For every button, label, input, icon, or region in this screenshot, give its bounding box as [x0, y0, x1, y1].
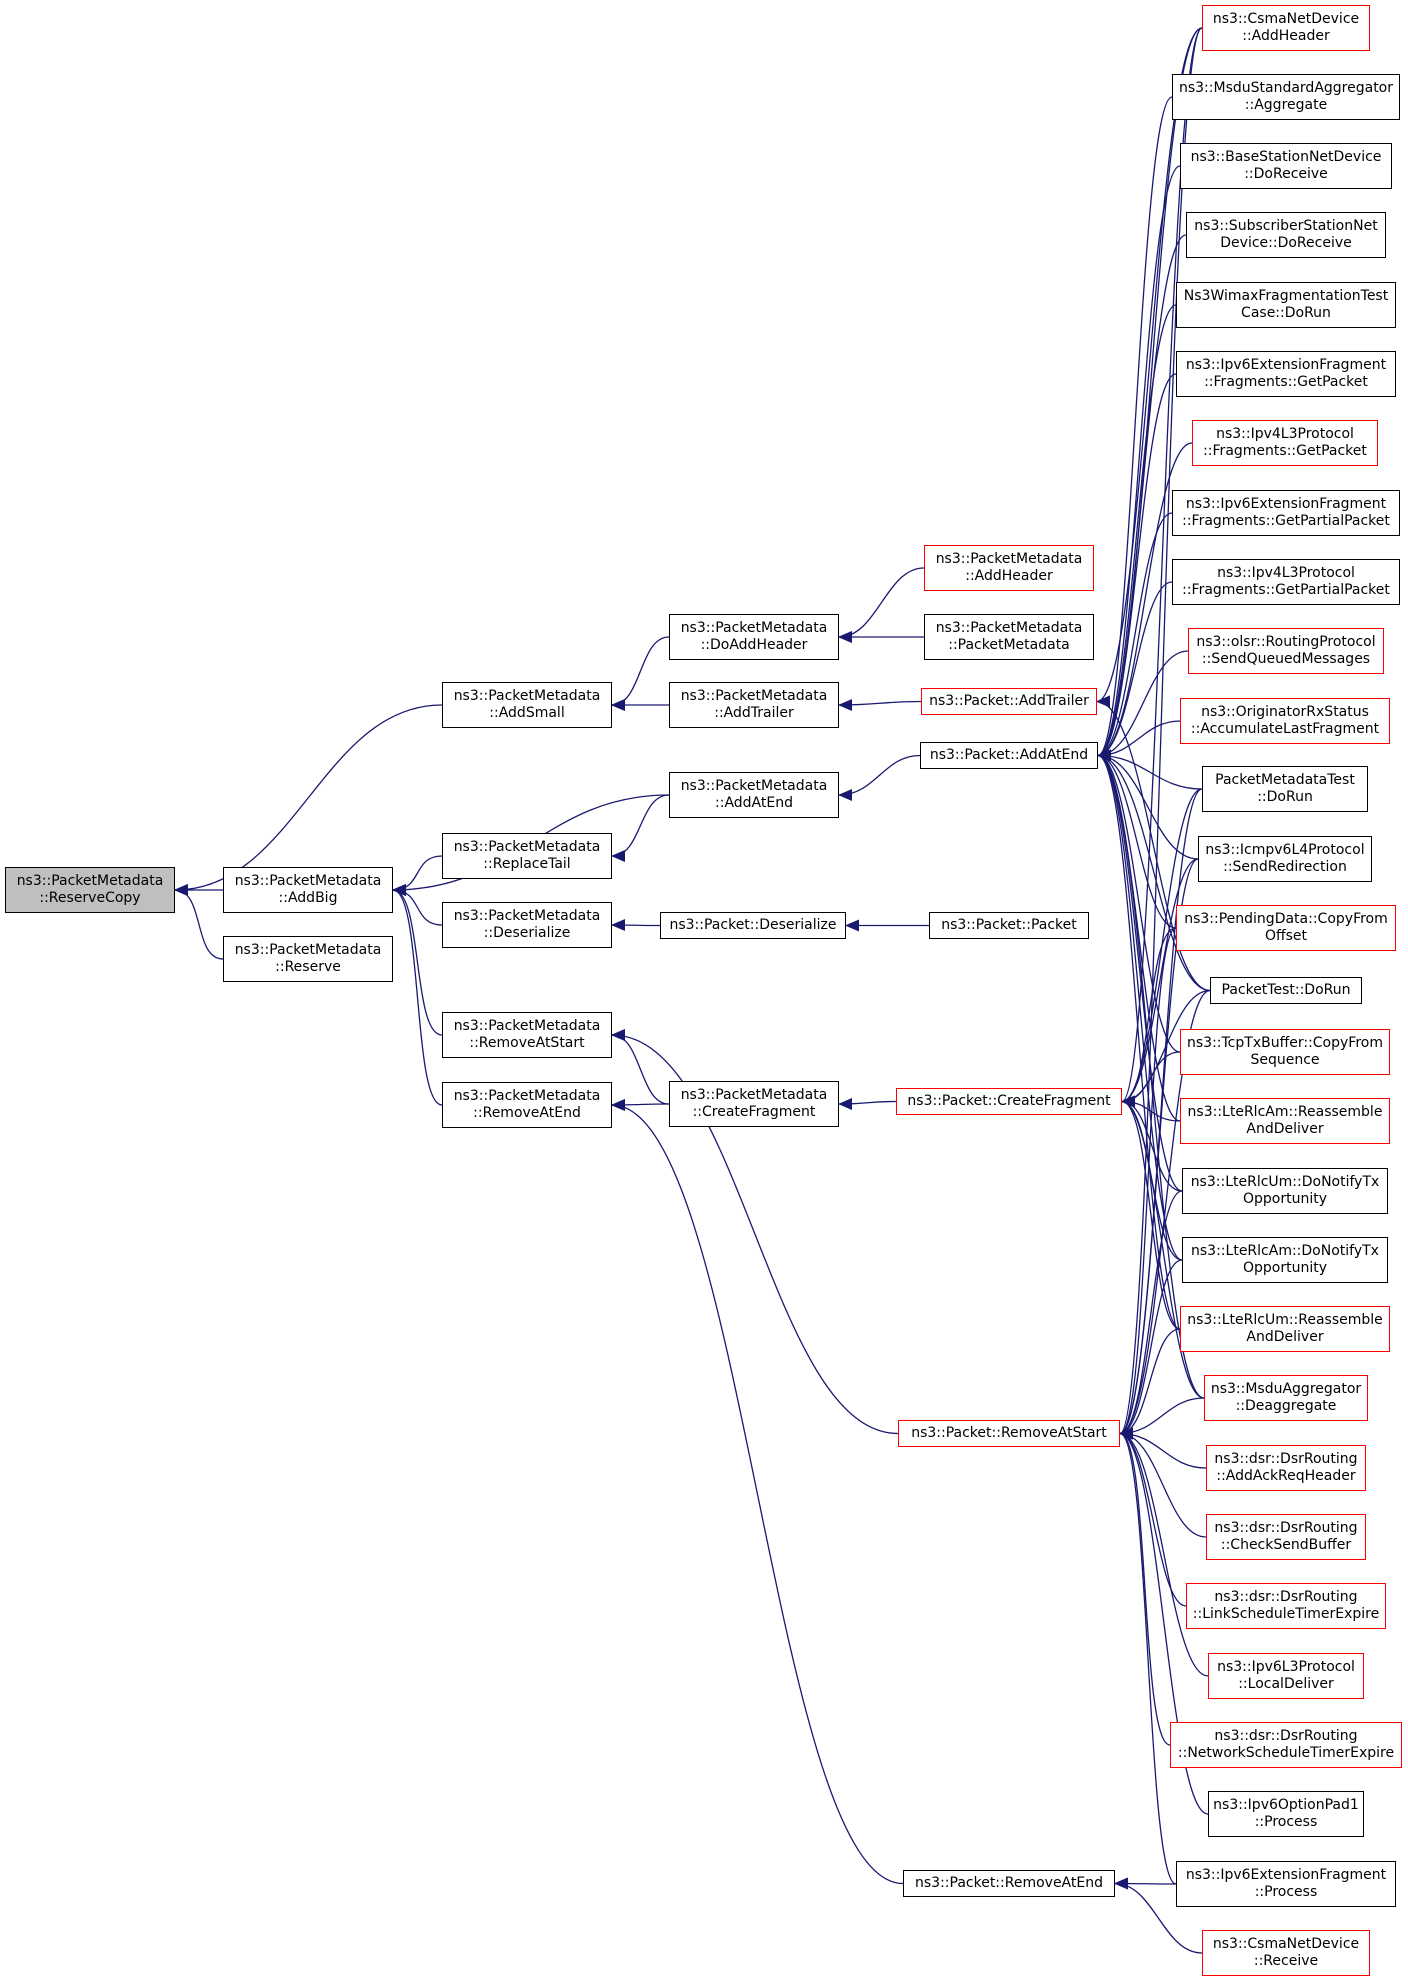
node-replacetail[interactable]: ns3::PacketMetadata::ReplaceTail — [442, 833, 612, 879]
edge-ipv6extensionfragment-process-to-packet-removeatend — [1114, 1877, 1177, 1890]
edge-packet-addatend-to-addatend — [838, 754, 921, 801]
edge-lterlcum-donotifytx-to-packet-addatend — [1097, 749, 1183, 1192]
edge-ipv6ext-getpacket-to-packet-addatend — [1097, 373, 1177, 762]
node-ipv6optionpad1-process[interactable]: ns3::Ipv6OptionPad1::Process — [1208, 1791, 1364, 1837]
edge-dsr-networkscheduletimerexpire-to-packet-removeatstart — [1119, 1427, 1171, 1746]
edge-lterlcum-donotifytx-to-packet-removeatstart — [1119, 1190, 1183, 1440]
edge-packet-removeatend-to-removeatend — [611, 1099, 904, 1885]
edge-createfragment-to-removeatend — [611, 1098, 670, 1111]
node-originator-accumulate[interactable]: ns3::OriginatorRxStatus::AccumulateLastF… — [1180, 698, 1390, 744]
edge-olsr-sendqueuedmessages-to-packet-addatend — [1097, 650, 1189, 762]
node-removeatend[interactable]: ns3::PacketMetadata::RemoveAtEnd — [442, 1082, 612, 1128]
edge-packet-removeatstart-to-removeatstart — [611, 1029, 899, 1435]
edge-csma-addheader-to-packet-addtrailer — [1096, 27, 1203, 708]
edge-ipv6extensionfragment-process-to-packet-removeatstart — [1119, 1427, 1177, 1885]
edge-packetmetadatatest-dorun-to-packet-addatend — [1097, 749, 1203, 790]
edge-packet-createfragment-to-createfragment — [838, 1097, 897, 1110]
node-ipv6extensionfragment-process[interactable]: ns3::Ipv6ExtensionFragment::Process — [1176, 1861, 1396, 1907]
node-csma-addheader[interactable]: ns3::CsmaNetDevice::AddHeader — [1202, 5, 1370, 51]
node-packet-addtrailer[interactable]: ns3::Packet::AddTrailer — [921, 688, 1097, 715]
node-msduaggregator-deaggregate[interactable]: ns3::MsduAggregator::Deaggregate — [1204, 1375, 1368, 1421]
node-doaddheader[interactable]: ns3::PacketMetadata::DoAddHeader — [669, 614, 839, 660]
node-pm-deserialize[interactable]: ns3::PacketMetadata::Deserialize — [442, 902, 612, 948]
node-packet-addatend[interactable]: ns3::Packet::AddAtEnd — [920, 742, 1098, 769]
edge-doaddheader-to-addsmall — [611, 636, 670, 711]
node-packet-packet[interactable]: ns3::Packet::Packet — [929, 912, 1089, 939]
node-bs-doreceive[interactable]: ns3::BaseStationNetDevice::DoReceive — [1180, 143, 1392, 189]
edge-lterlcam-donotifytx-to-packet-removeatstart — [1119, 1259, 1183, 1440]
node-ipv6ext-getpartialpacket[interactable]: ns3::Ipv6ExtensionFragment::Fragments::G… — [1172, 490, 1400, 536]
edge-replacetail-to-addbig — [392, 855, 443, 896]
node-pm-packetmetadata[interactable]: ns3::PacketMetadata::PacketMetadata — [924, 614, 1094, 660]
node-ipv6l3-localdeliver[interactable]: ns3::Ipv6L3Protocol::LocalDeliver — [1208, 1653, 1364, 1699]
edge-removeatend-to-addbig — [392, 884, 443, 1106]
node-dsr-checksendbuffer[interactable]: ns3::dsr::DsrRouting::CheckSendBuffer — [1206, 1514, 1366, 1560]
node-addbig[interactable]: ns3::PacketMetadata::AddBig — [223, 867, 393, 913]
edge-lterlcum-reassemble-to-packet-addatend — [1097, 749, 1181, 1330]
edge-pm-addheader-to-doaddheader — [838, 567, 925, 643]
node-reservecopy: ns3::PacketMetadata::ReserveCopy — [5, 867, 175, 913]
edge-csma-receive-to-packet-removeatend — [1114, 1877, 1203, 1954]
node-ipv4l3-getpartialpacket[interactable]: ns3::Ipv4L3Protocol::Fragments::GetParti… — [1172, 559, 1400, 605]
edge-packettest-dorun-to-packet-addatend — [1097, 749, 1211, 992]
edge-createfragment-to-removeatstart — [611, 1029, 670, 1105]
node-dsr-networkscheduletimerexpire[interactable]: ns3::dsr::DsrRouting::NetworkScheduleTim… — [1170, 1722, 1402, 1768]
node-addatend[interactable]: ns3::PacketMetadata::AddAtEnd — [669, 772, 839, 818]
edge-ipv6l3-localdeliver-to-packet-removeatstart — [1119, 1427, 1209, 1677]
node-packet-removeatend[interactable]: ns3::Packet::RemoveAtEnd — [903, 1870, 1115, 1897]
node-dsr-addackreqheader[interactable]: ns3::dsr::DsrRouting::AddAckReqHeader — [1206, 1445, 1366, 1491]
node-addtrailer[interactable]: ns3::PacketMetadata::AddTrailer — [669, 682, 839, 728]
node-createfragment[interactable]: ns3::PacketMetadata::CreateFragment — [669, 1081, 839, 1127]
edge-removeatstart-to-addbig — [392, 884, 443, 1036]
edge-pendingdata-copyfromoffset-to-packet-removeatstart — [1119, 927, 1177, 1440]
node-dsr-linkscheduletimerexpire[interactable]: ns3::dsr::DsrRouting::LinkScheduleTimerE… — [1186, 1583, 1386, 1629]
edge-wimax-fragmentation-test-to-packet-addatend — [1097, 304, 1177, 762]
node-icmpv6-sendredirection[interactable]: ns3::Icmpv6L4Protocol::SendRedirection — [1198, 836, 1372, 882]
node-removeatstart[interactable]: ns3::PacketMetadata::RemoveAtStart — [442, 1012, 612, 1058]
edge-ipv4l3-getpacket-to-packet-addatend — [1097, 442, 1193, 762]
edge-ipv6ext-getpartialpacket-to-packet-addatend — [1097, 512, 1173, 762]
edge-addsmall-to-reservecopy — [174, 704, 443, 896]
edge-packet-deserialize-to-pm-deserialize — [611, 919, 661, 932]
edge-packet-addtrailer-to-addtrailer — [838, 698, 922, 711]
node-olsr-sendqueuedmessages[interactable]: ns3::olsr::RoutingProtocol::SendQueuedMe… — [1188, 628, 1384, 674]
node-reserve[interactable]: ns3::PacketMetadata::Reserve — [223, 936, 393, 982]
node-addsmall[interactable]: ns3::PacketMetadata::AddSmall — [442, 682, 612, 728]
edge-reserve-to-reservecopy — [174, 884, 224, 960]
edge-msdu-standard-aggregate-to-packet-addatend — [1097, 96, 1173, 762]
node-msdu-standard-aggregate[interactable]: ns3::MsduStandardAggregator::Aggregate — [1172, 74, 1400, 120]
node-packettest-dorun[interactable]: PacketTest::DoRun — [1210, 977, 1362, 1004]
node-packetmetadatatest-dorun[interactable]: PacketMetadataTest::DoRun — [1202, 766, 1368, 812]
edge-pendingdata-copyfromoffset-to-packet-addatend — [1097, 749, 1177, 929]
edge-ipv6optionpad1-process-to-packet-removeatstart — [1119, 1427, 1209, 1815]
edge-bs-doreceive-to-packet-addatend — [1097, 165, 1181, 762]
edge-addatend-to-replacetail — [611, 794, 670, 862]
node-packet-createfragment[interactable]: ns3::Packet::CreateFragment — [896, 1088, 1122, 1115]
node-packet-deserialize[interactable]: ns3::Packet::Deserialize — [660, 912, 846, 939]
node-csma-receive[interactable]: ns3::CsmaNetDevice::Receive — [1202, 1930, 1370, 1976]
node-packet-removeatstart[interactable]: ns3::Packet::RemoveAtStart — [898, 1420, 1120, 1447]
node-ipv6ext-getpacket[interactable]: ns3::Ipv6ExtensionFragment::Fragments::G… — [1176, 351, 1396, 397]
node-pm-addheader[interactable]: ns3::PacketMetadata::AddHeader — [924, 545, 1094, 591]
edge-lterlcum-reassemble-to-packet-createfragment — [1121, 1095, 1181, 1330]
edge-icmpv6-sendredirection-to-packet-removeatstart — [1119, 858, 1199, 1440]
edge-msduaggregator-deaggregate-to-packet-createfragment — [1121, 1095, 1205, 1399]
edge-pendingdata-copyfromoffset-to-packet-createfragment — [1121, 927, 1177, 1108]
edge-dsr-linkscheduletimerexpire-to-packet-removeatstart — [1119, 1427, 1187, 1607]
edge-lterlcam-donotifytx-to-packet-addatend — [1097, 749, 1183, 1261]
node-ipv4l3-getpacket[interactable]: ns3::Ipv4L3Protocol::Fragments::GetPacke… — [1192, 420, 1378, 466]
